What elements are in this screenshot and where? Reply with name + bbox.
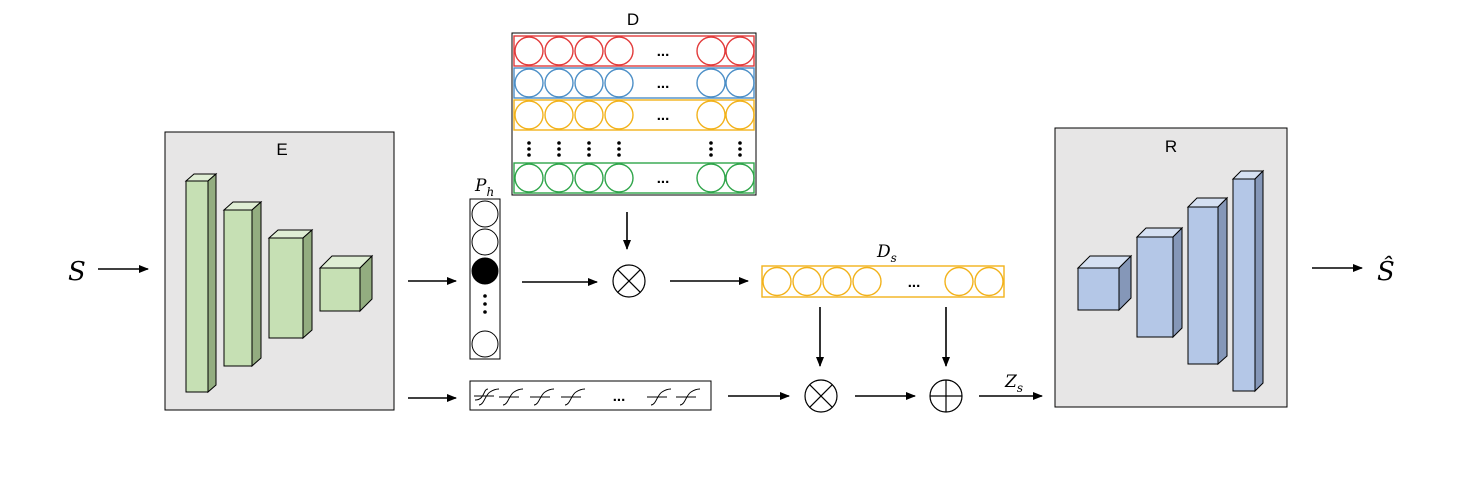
dictionary-row-5: ... bbox=[513, 162, 755, 194]
circle-times-icon bbox=[804, 379, 838, 413]
output-symbol: Ŝ bbox=[1377, 255, 1395, 287]
selected-row-ellipsis: ... bbox=[908, 274, 921, 291]
circle-times-icon bbox=[612, 264, 646, 298]
dictionary: D ............ bbox=[511, 10, 757, 196]
dictionary-row-ellipsis: ... bbox=[657, 75, 670, 92]
sigmoid-icon bbox=[676, 388, 701, 406]
sigmoid-icon bbox=[561, 388, 586, 406]
decoder-block-3 bbox=[1186, 196, 1229, 366]
probability-vector: Ph bbox=[469, 176, 501, 360]
encoder-block-1 bbox=[184, 172, 218, 394]
decoder-block-2 bbox=[1135, 226, 1184, 339]
sigmoid-icon bbox=[530, 388, 555, 406]
dictionary-row-ellipsis: ... bbox=[657, 43, 670, 60]
decoder-block-1 bbox=[1076, 254, 1133, 312]
dictionary-row-ellipsis: ... bbox=[657, 170, 670, 187]
selected-probability-cell bbox=[471, 257, 499, 285]
selected-row-label: Ds bbox=[876, 242, 897, 265]
dictionary-row-3: ... bbox=[513, 99, 755, 131]
input-symbol: S bbox=[68, 257, 86, 287]
encoder-block-3 bbox=[267, 228, 314, 340]
probability-label: Ph bbox=[474, 176, 494, 199]
latent-label: Zs bbox=[1004, 372, 1023, 395]
encoder-panel: E bbox=[164, 131, 395, 411]
dictionary-row-ellipsis: ... bbox=[657, 107, 670, 124]
dictionary-row-4 bbox=[527, 141, 742, 157]
decoder-block-4 bbox=[1231, 169, 1265, 393]
encoder-block-4 bbox=[318, 254, 374, 313]
sigmoid-icon bbox=[474, 388, 500, 406]
encoder-label: E bbox=[276, 140, 287, 159]
activation-ellipsis: ... bbox=[613, 388, 626, 405]
dictionary-label: D bbox=[627, 10, 639, 29]
selected-dictionary-row: Ds ... bbox=[761, 242, 1005, 298]
sigmoid-icon bbox=[647, 388, 672, 406]
decoder-panel: R bbox=[1054, 127, 1288, 408]
dictionary-row-1: ... bbox=[513, 35, 755, 67]
decoder-label: R bbox=[1165, 137, 1177, 156]
dictionary-row-2: ... bbox=[513, 67, 755, 99]
sigmoid-icon bbox=[499, 388, 524, 406]
encoder-block-2 bbox=[222, 200, 263, 368]
circle-plus-icon bbox=[929, 379, 963, 413]
activation-strip: ... bbox=[469, 380, 712, 411]
